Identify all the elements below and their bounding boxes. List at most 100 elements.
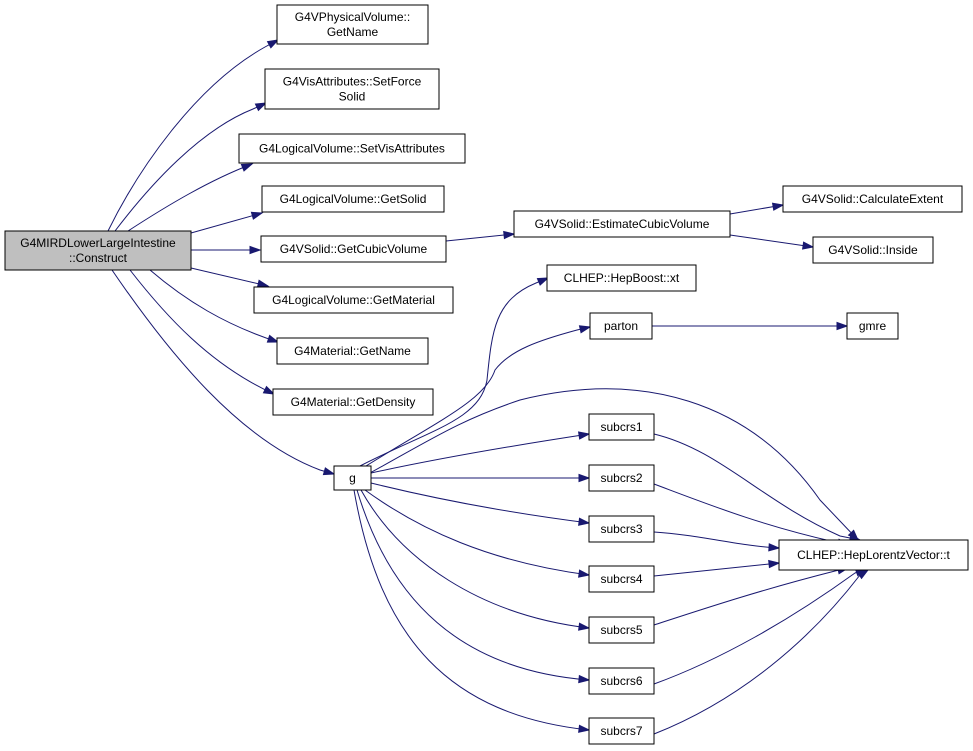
node-getdensity[interactable]: G4Material::GetDensity [272, 388, 434, 416]
node-label: GetName [327, 25, 379, 39]
node-label: parton [604, 319, 638, 333]
node-box[interactable] [276, 4, 429, 45]
edge-construct-to-getname_pv [107, 39, 280, 232]
node-parton[interactable]: parton [589, 312, 653, 340]
arrowhead-icon [856, 569, 870, 580]
edge-line [653, 569, 869, 735]
node-box[interactable] [812, 236, 934, 264]
node-label: subcrs1 [600, 420, 642, 434]
node-label: G4VSolid::GetCubicVolume [280, 242, 428, 256]
node-label: subcrs6 [600, 674, 642, 688]
node-inside[interactable]: G4VSolid::Inside [812, 236, 934, 264]
node-box[interactable] [588, 413, 655, 441]
arrowhead-icon [249, 245, 262, 255]
node-box[interactable] [588, 515, 655, 543]
edge-subcrs5-to-hlvt [653, 566, 850, 626]
edge-line [653, 531, 780, 549]
arrowhead-icon [578, 622, 591, 631]
node-box[interactable] [4, 230, 192, 271]
node-subcrs7[interactable]: subcrs7 [588, 717, 655, 745]
node-label: gmre [859, 319, 887, 333]
edge-subcrs6-to-hlvt [653, 568, 868, 685]
edge-line [729, 234, 814, 248]
node-box[interactable] [333, 465, 372, 491]
node-gmre[interactable]: gmre [846, 312, 899, 340]
node-setvisattr[interactable]: G4LogicalVolume::SetVisAttributes [238, 133, 466, 164]
node-label: Solid [339, 90, 366, 104]
edge-subcrs7-to-hlvt [653, 569, 870, 735]
node-box[interactable] [588, 616, 655, 644]
arrowhead-icon [578, 724, 591, 733]
node-box[interactable] [589, 312, 653, 340]
node-label: G4VSolid::CalculateExtent [802, 192, 944, 206]
node-calculateextent[interactable]: G4VSolid::CalculateExtent [782, 185, 963, 213]
node-getmaterial[interactable]: G4LogicalVolume::GetMaterial [253, 286, 454, 314]
edge-line [653, 483, 849, 546]
node-label: ::Construct [69, 251, 128, 265]
node-matgetname[interactable]: G4Material::GetName [276, 337, 429, 365]
node-box[interactable] [276, 337, 429, 365]
node-box[interactable] [253, 286, 454, 314]
edge-line [445, 233, 515, 242]
node-label: G4LogicalVolume::SetVisAttributes [259, 142, 445, 156]
node-box[interactable] [846, 312, 899, 340]
node-g[interactable]: g [333, 465, 372, 491]
node-box[interactable] [588, 565, 655, 593]
node-label: subcrs7 [600, 724, 642, 738]
edge-g-to-subcrs3 [370, 482, 591, 526]
node-box[interactable] [782, 185, 963, 213]
edge-subcrs3-to-hlvt [653, 531, 781, 552]
node-subcrs1[interactable]: subcrs1 [588, 413, 655, 441]
node-box[interactable] [260, 235, 447, 263]
node-box[interactable] [513, 210, 731, 238]
edge-construct-to-setforcesolid [114, 102, 268, 232]
node-box[interactable] [272, 388, 434, 416]
node-label: subcrs3 [600, 522, 642, 536]
arrowhead-icon [240, 163, 254, 172]
node-box[interactable] [588, 667, 655, 695]
edge-g-to-hepboost [359, 277, 550, 467]
edge-line [364, 489, 590, 576]
arrowhead-icon [836, 321, 849, 331]
edge-g-to-subcrs6 [356, 489, 591, 684]
node-box[interactable] [588, 717, 655, 745]
node-getcubicvolume[interactable]: G4VSolid::GetCubicVolume [260, 235, 447, 263]
node-label: G4Material::GetDensity [291, 395, 416, 409]
edge-g-to-subcrs4 [364, 489, 591, 578]
edge-line [359, 277, 549, 467]
node-box[interactable] [546, 264, 697, 292]
node-box[interactable] [261, 185, 445, 213]
node-estimatecubicvolume[interactable]: G4VSolid::EstimateCubicVolume [513, 210, 731, 238]
node-label: CLHEP::HepLorentzVector::t [797, 548, 950, 562]
arrowhead-icon [771, 202, 785, 211]
node-getname_pv[interactable]: G4VPhysicalVolume::GetName [276, 4, 429, 45]
node-construct[interactable]: G4MIRDLowerLargeIntestine::Construct [4, 230, 192, 271]
node-subcrs5[interactable]: subcrs5 [588, 616, 655, 644]
arrowhead-icon [802, 241, 815, 250]
node-label: G4LogicalVolume::GetSolid [280, 192, 427, 206]
node-subcrs6[interactable]: subcrs6 [588, 667, 655, 695]
arrowhead-icon [536, 277, 550, 286]
node-box[interactable] [778, 539, 969, 571]
node-box[interactable] [588, 464, 655, 492]
node-subcrs4[interactable]: subcrs4 [588, 565, 655, 593]
edge-line [129, 269, 275, 395]
arrowhead-icon [578, 473, 591, 483]
node-box[interactable] [264, 68, 440, 110]
edge-line [365, 326, 591, 467]
arrowhead-icon [250, 211, 264, 220]
arrowhead-icon [578, 325, 592, 334]
node-hepboost[interactable]: CLHEP::HepBoost::xt [546, 264, 697, 292]
edge-subcrs1-to-hlvt [653, 433, 862, 543]
node-hlvt[interactable]: CLHEP::HepLorentzVector::t [778, 539, 969, 571]
node-subcrs3[interactable]: subcrs3 [588, 515, 655, 543]
edge-g-to-subcrs1 [370, 431, 591, 474]
node-box[interactable] [238, 133, 466, 164]
node-getsolid[interactable]: G4LogicalVolume::GetSolid [261, 185, 445, 213]
arrowhead-icon [254, 102, 268, 112]
edge-estimatecubicvolume-to-inside [729, 234, 815, 250]
arrowhead-icon [768, 559, 781, 569]
node-subcrs2[interactable]: subcrs2 [588, 464, 655, 492]
node-label: G4VSolid::EstimateCubicVolume [535, 217, 710, 231]
